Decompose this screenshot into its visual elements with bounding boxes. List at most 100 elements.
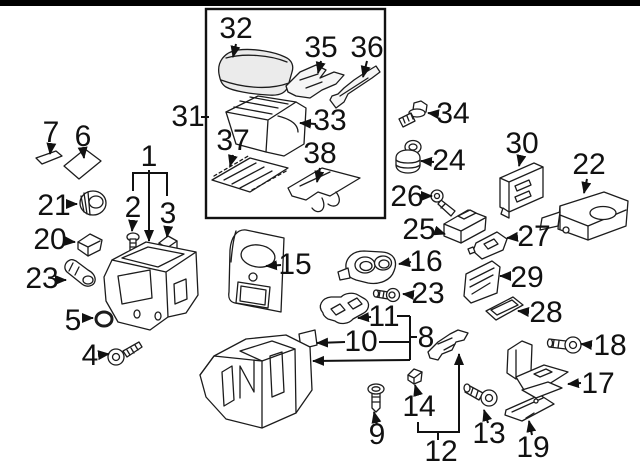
leader-bracket-8 [379,315,417,360]
callout-28-label: 28 [529,296,562,329]
callout-2-label: 2 [125,191,142,224]
callout-25-label: 25 [402,213,435,246]
callout-35-label: 35 [304,31,337,64]
leader-arrow-19 [526,420,537,436]
leader-arrow-8-body [312,355,411,366]
callout-16-label: 16 [409,245,442,278]
part-bracket-12 [427,329,469,361]
callout-3-label: 3 [160,197,177,230]
part-armrest-lid-32 [218,48,294,96]
part-clip-14 [407,368,423,385]
callout-20-label: 20 [33,223,66,256]
leader-arrow-20 [63,236,76,246]
part-knob-21 [79,190,107,216]
part-flat-pad-19 [504,394,555,422]
part-rear-panel-15 [228,229,285,313]
part-tray-mat-37 [211,154,289,193]
callout-34-label: 34 [436,97,469,130]
callout-1-label: 1 [141,140,158,173]
callout-24-label: 24 [432,144,465,177]
leader-arrow-25 [432,225,446,236]
leader-arrow-11 [357,312,372,323]
leader-arrow-15 [265,260,282,271]
leader-arrow-9 [371,411,382,426]
part-module-25 [443,209,487,244]
callout-11-label: 11 [368,300,399,333]
callout-9-label: 9 [369,418,386,451]
part-trim-pad-28 [485,296,524,321]
leader-arrow-4 [97,350,110,361]
callout-33-label: 33 [313,104,346,137]
part-screw-9 [367,383,385,413]
callout-32-label: 32 [219,12,252,45]
callout-8-label: 8 [418,321,435,354]
callout-30-label: 30 [505,127,538,160]
leader-arrow-3 [163,225,174,238]
part-trim-plate-29 [463,260,501,304]
callout-21-label: 21 [37,189,70,222]
part-support-bracket-22 [539,191,629,241]
leader-arrow-23b [402,290,415,300]
part-control-unit-30 [499,162,544,219]
part-ring-5 [94,310,114,328]
callout-23a-label: 23 [25,262,58,295]
callout-27-label: 27 [517,220,550,253]
leader-arrow-36 [360,60,371,78]
top-bar [0,0,640,6]
callout-23b-label: 23 [411,277,444,310]
callout-14-label: 14 [402,390,435,423]
callout-38-label: 38 [303,137,336,170]
leader-arrow-38 [314,167,325,183]
leader-bracket-1 [132,172,168,196]
callout-13-label: 13 [472,417,505,450]
leader-arrow-28 [517,307,530,317]
leader-arrow-34 [427,109,440,120]
leader-arrow-30 [516,154,527,167]
part-bolt-23-left [64,258,96,287]
leader-arrow-35 [315,60,326,74]
callout-7-label: 7 [43,116,60,149]
part-grommet-24 [395,139,422,174]
leader-lines [46,43,593,440]
part-rubber-mat-11 [319,292,370,325]
callout-6-label: 6 [75,120,92,153]
part-bolt-34 [398,100,428,128]
callout-31-label: 31 [171,100,204,133]
callout-10-label: 10 [344,325,377,358]
leader-arrow-7 [46,142,57,155]
part-rear-console-body [199,334,313,429]
leader-arrow-32 [230,43,241,58]
part-screw-18 [546,336,582,354]
part-front-console-1 [103,241,199,331]
part-storage-bin-33 [225,95,307,157]
part-screw-4 [107,341,143,366]
leader-arrow-14 [413,384,423,397]
part-support-plate-38 [287,167,361,213]
leader-arrow-2 [128,219,139,232]
callout-29-label: 29 [510,261,543,294]
part-hinge-bracket-17 [506,340,569,399]
part-screw-13 [463,383,498,407]
callout-labels: 1 2 3 4 5 6 7 8 9 10 11 12 13 14 15 16 1… [25,12,626,468]
callout-22-label: 22 [572,148,605,181]
part-pad-strip-7 [35,150,63,165]
part-clip-box-20 [77,233,103,257]
leader-arrow-10 [316,337,346,348]
leader-arrow-13 [482,409,493,424]
leader-arrow-16 [398,257,412,268]
callout-37-label: 37 [216,124,249,157]
callout-26-label: 26 [390,180,423,213]
part-cup-holder-16 [337,250,397,285]
leader-arrow-6 [77,146,88,159]
leader-arrow-17 [567,378,582,389]
callout-18-label: 18 [593,329,626,362]
callout-5-label: 5 [65,304,82,337]
leader-arrow-33 [299,118,317,129]
leader-arrow-24 [420,156,435,167]
leader-arrow-22 [581,178,592,194]
leader-arrow-37 [228,154,238,167]
callout-19-label: 19 [516,431,549,464]
callout-12-label: 12 [424,435,457,468]
